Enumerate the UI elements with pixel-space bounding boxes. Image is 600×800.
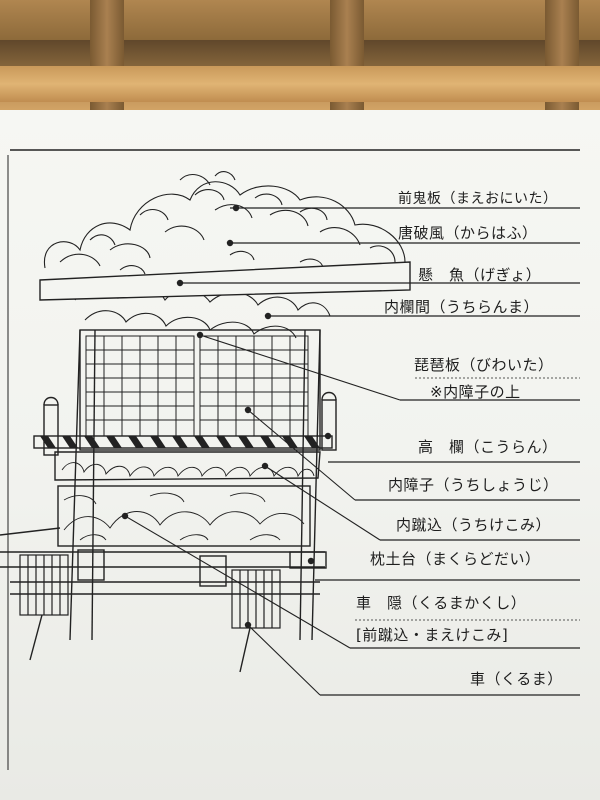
label-kurumakakushi: 車 隠（くるまかくし） xyxy=(356,594,527,612)
leader-lines xyxy=(124,334,401,696)
roof-carving xyxy=(44,171,406,339)
label-kouran: 高 欄（こうらん） xyxy=(418,438,558,456)
carved-band xyxy=(54,451,321,481)
label-uchiranma: 内欄間（うちらんま） xyxy=(384,298,540,316)
front-post xyxy=(69,329,81,641)
label-uchikegomi: 内蹴込（うちけこみ） xyxy=(396,516,552,534)
wheel xyxy=(19,554,69,616)
shoji-panels xyxy=(85,335,309,437)
wooden-frame xyxy=(0,0,600,118)
base-block xyxy=(199,555,227,587)
front-post xyxy=(91,329,96,641)
front-post xyxy=(311,329,321,641)
label-rules xyxy=(180,207,580,696)
label-karahafu: 唐破風（からはふ） xyxy=(398,224,538,242)
frame-rail xyxy=(0,66,600,102)
label-makuradodai: 枕土台（まくらどだい） xyxy=(370,550,541,568)
body-frame xyxy=(79,329,321,451)
label-maekegomi: [前蹴込・まえけこみ] xyxy=(356,626,509,644)
label-kuruma: 車（くるま） xyxy=(470,670,563,688)
label-biwaita-note: ※内障子の上 xyxy=(430,383,521,401)
carved-band-detail xyxy=(61,462,315,478)
eave-beam xyxy=(39,261,411,301)
label-biwaita: 琵琶板（びわいた） xyxy=(414,356,554,374)
wave-carving xyxy=(63,492,305,541)
railing-post xyxy=(43,404,59,456)
wheel xyxy=(231,569,281,629)
base-beam xyxy=(0,527,61,536)
base-block xyxy=(77,549,105,581)
label-uchishouji: 内障子（うちしょうじ） xyxy=(388,476,559,494)
label-gegyo: 懸 魚（げぎょ） xyxy=(418,266,542,284)
front-post xyxy=(299,329,306,641)
label-maeonita: 前鬼板（まえおにいた） xyxy=(398,191,558,207)
railing-post xyxy=(321,399,337,451)
base-beam-end xyxy=(289,551,327,569)
railing-stripes xyxy=(40,436,320,448)
railing-finial xyxy=(43,396,59,406)
axle-leg xyxy=(239,627,251,673)
axle-leg xyxy=(29,614,43,661)
railing-finial xyxy=(321,391,337,401)
pointer-dots xyxy=(121,204,332,629)
kegomi-panel xyxy=(57,485,311,547)
